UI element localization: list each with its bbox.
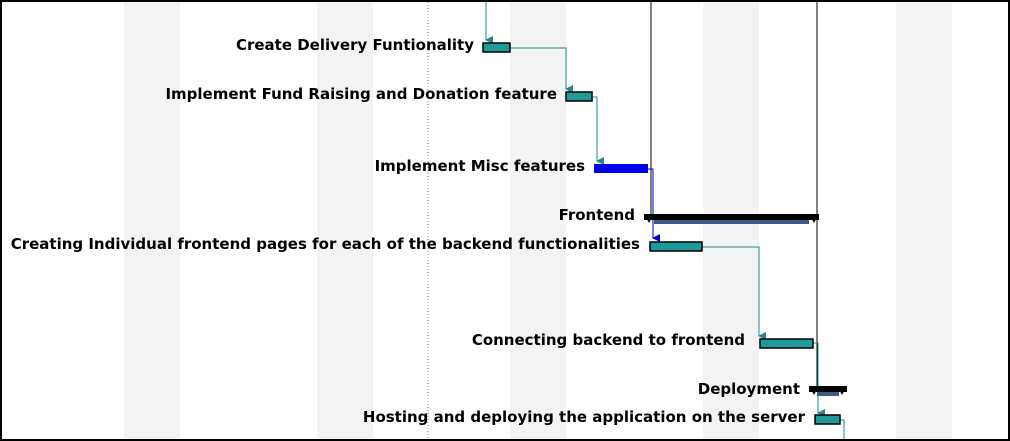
task-bar-frontend-pages[interactable] (649, 241, 703, 252)
task-labels: Create Delivery Funtionality Implement F… (11, 36, 806, 426)
task-label-frontend-pages: Creating Individual frontend pages for e… (11, 235, 640, 253)
task-label-misc-features: Implement Misc features (375, 157, 585, 175)
weekend-bands (124, 2, 952, 439)
task-bar-hosting[interactable] (814, 414, 841, 425)
task-label-fund-raising: Implement Fund Raising and Donation feat… (165, 85, 557, 103)
task-bar-misc-features[interactable] (594, 164, 648, 173)
weekend-band (317, 2, 373, 439)
task-bar-fund-raising[interactable] (565, 91, 593, 102)
weekend-band (510, 2, 566, 439)
task-label-deployment: Deployment (698, 380, 800, 398)
task-label-hosting: Hosting and deploying the application on… (363, 408, 806, 426)
summary-bar-frontend[interactable] (644, 214, 819, 224)
task-label-create-delivery: Create Delivery Funtionality (236, 36, 474, 54)
task-bar-connect-backend[interactable] (759, 338, 814, 349)
link-pages-to-connect (702, 246, 766, 340)
link-delivery-to-fund (510, 47, 573, 93)
weekend-band (896, 2, 952, 439)
task-bars (482, 42, 847, 425)
summary-bar-deployment[interactable] (809, 386, 847, 396)
link-fund-to-misc (592, 96, 604, 165)
task-bar-create-delivery[interactable] (482, 42, 511, 53)
weekend-band (124, 2, 180, 439)
task-label-connect-backend: Connecting backend to frontend (472, 331, 745, 349)
link-hosting-down (840, 419, 845, 439)
task-label-frontend: Frontend (559, 206, 635, 224)
